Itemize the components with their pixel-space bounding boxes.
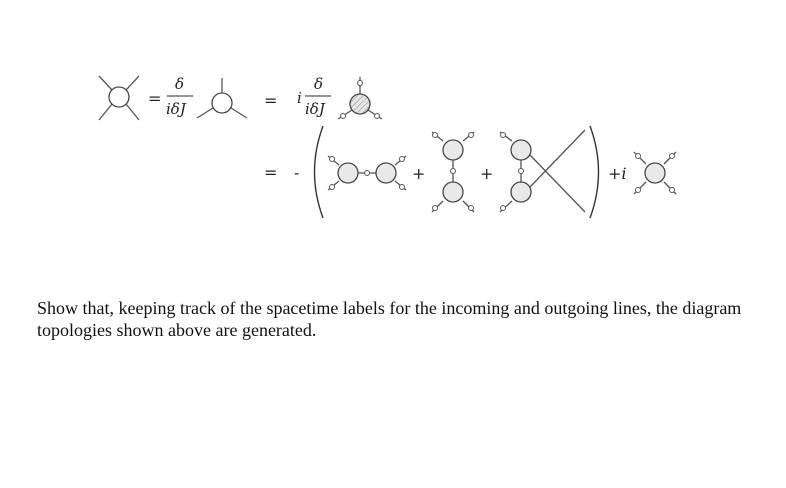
functional-derivative-2: δ iδJ — [305, 75, 331, 118]
four-point-vertex-diagram — [98, 75, 140, 121]
right-parenthesis — [589, 125, 600, 219]
three-point-blob-diagram — [337, 77, 383, 120]
i-factor: i — [297, 89, 302, 107]
minus-sign: - — [294, 163, 299, 182]
equals-sign-2: = — [264, 91, 277, 110]
delta-numerator-1: δ — [175, 75, 184, 93]
equals-sign-1: = — [148, 89, 161, 108]
functional-derivative-1: δ iδJ — [166, 75, 193, 118]
three-point-vertex-diagram — [196, 78, 248, 119]
u-channel-diagram — [499, 129, 586, 213]
equals-sign-3: = — [264, 163, 277, 182]
idj-denominator-2: iδJ — [305, 100, 326, 118]
left-parenthesis — [313, 125, 324, 219]
s-channel-diagram — [327, 155, 407, 191]
delta-numerator-2: δ — [314, 75, 323, 93]
idj-denominator-1: iδJ — [166, 100, 187, 118]
four-point-blob-diagram — [633, 151, 677, 195]
t-channel-diagram — [431, 131, 475, 213]
plus-i-term: +i — [608, 164, 627, 183]
problem-caption: Show that, keeping track of the spacetim… — [37, 298, 742, 340]
plus-sign-1: + — [412, 164, 425, 183]
feynman-diagram-equation: = δ iδJ = i δ iδJ = - — [98, 75, 677, 219]
plus-sign-2: + — [480, 164, 493, 183]
